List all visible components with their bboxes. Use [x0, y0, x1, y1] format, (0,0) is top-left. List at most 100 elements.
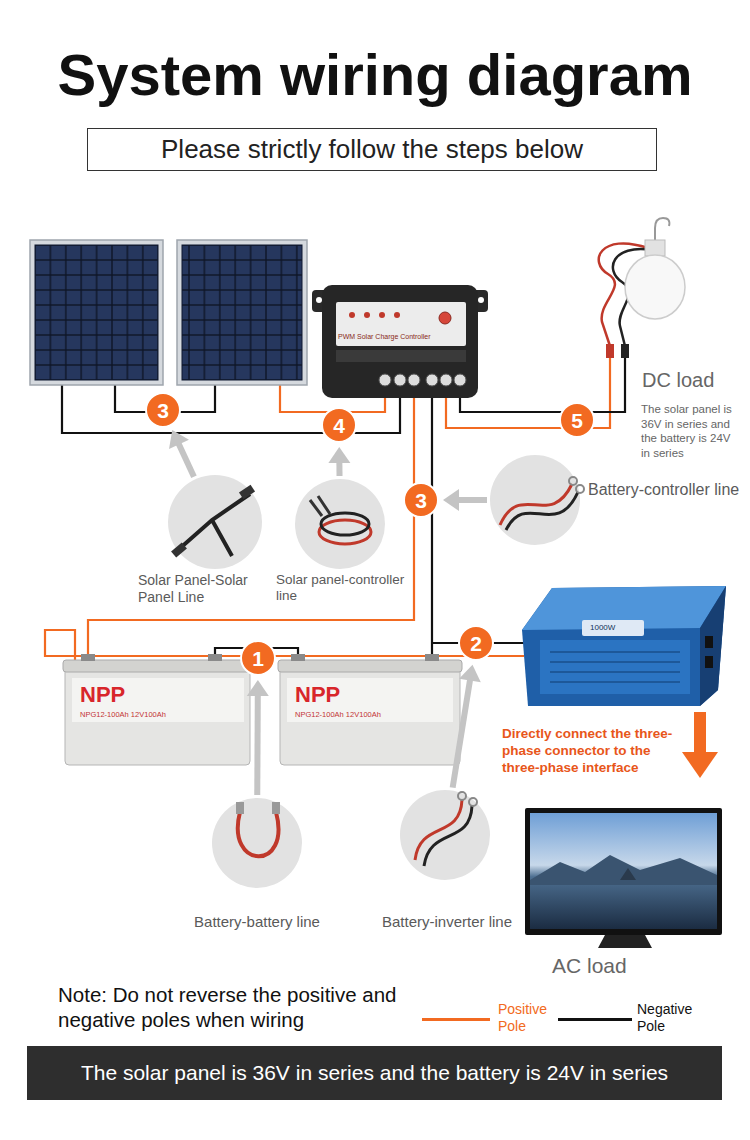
- charge-controller: [316, 297, 322, 303]
- charge-controller: [336, 350, 466, 362]
- battery: [425, 654, 439, 661]
- cable-picture: [310, 496, 330, 516]
- battery-brand: NPP: [80, 682, 160, 708]
- cable-picture: [295, 479, 385, 569]
- instruction-box: Please strictly follow the steps below: [87, 128, 657, 171]
- label-holder: DC load: [642, 368, 742, 392]
- device-label: PWM Solar Charge Controller: [338, 333, 464, 341]
- dc-load-bulb: [621, 344, 629, 358]
- power-inverter: [522, 586, 726, 706]
- battery: [81, 654, 95, 661]
- solar-panel: [35, 245, 158, 380]
- connector-line: [254, 693, 261, 795]
- device-label: 1000W: [590, 623, 640, 633]
- battery-model: NPG12-100Ah 12V100Ah: [80, 710, 240, 719]
- component-name: AC load: [552, 953, 672, 978]
- charge-controller: [394, 312, 400, 318]
- cable-picture-circle: Solar Panel-Solar Panel Line: [168, 475, 262, 569]
- callout-number-text: 3: [415, 490, 427, 511]
- battery: [72, 678, 244, 722]
- arrowhead: [169, 430, 189, 449]
- connector-line: [178, 442, 194, 477]
- cable-picture: [400, 790, 490, 880]
- component-name: DC load: [642, 368, 742, 392]
- cable-caption: Solar Panel-Solar Panel Line: [138, 572, 268, 606]
- tv-ac-load: [620, 868, 636, 880]
- cable-caption: Solar panel-controller line: [276, 572, 406, 604]
- solar-panel: [177, 240, 307, 385]
- callout-number: 2: [458, 625, 494, 661]
- battery: [287, 678, 453, 722]
- solar-panel: [182, 245, 302, 380]
- dc-load-bulb: [599, 218, 685, 358]
- dc-load-bulb: [655, 218, 669, 240]
- charge-controller: [322, 285, 478, 398]
- cable-picture: [212, 798, 302, 888]
- charge-controller: [394, 374, 406, 386]
- callout-number-text: 2: [470, 633, 482, 654]
- charge-controller: [336, 302, 466, 346]
- node-text: The solar panel is 36V in series and the…: [81, 1061, 668, 1085]
- solar-panel: [30, 240, 163, 385]
- direction-arrow: [682, 752, 718, 778]
- solar-panel: [30, 240, 163, 385]
- power-inverter: [700, 586, 726, 706]
- cable-caption: Battery-controller line: [588, 480, 740, 499]
- callout-number-text: 3: [157, 400, 169, 421]
- callout-number-text: 4: [333, 415, 345, 436]
- tv-ac-load: [530, 855, 717, 885]
- battery: [280, 666, 460, 765]
- cable-caption: Battery-inverter line: [357, 913, 537, 931]
- battery: [278, 660, 462, 672]
- power-inverter: [705, 636, 713, 648]
- label-holder: Directly connect the three-phase connect…: [502, 725, 677, 776]
- arrowhead: [443, 489, 459, 511]
- label-holder: The solar panel is 36V in series and the…: [641, 402, 741, 460]
- connector-arrow: [443, 489, 487, 511]
- node-text: Please strictly follow the steps below: [161, 134, 583, 165]
- cable-picture: [576, 485, 584, 493]
- cable-picture: [458, 792, 466, 800]
- label-holder: Note: Do not reverse the positive and ne…: [58, 982, 418, 1032]
- battery: [63, 654, 252, 765]
- cable-picture: [569, 477, 577, 485]
- dc-load-bulb: [606, 344, 614, 358]
- legend-text: Positive Pole: [498, 1001, 560, 1035]
- power-inverter: [550, 652, 680, 682]
- direction-arrow: [682, 712, 718, 778]
- wire-negative: [431, 392, 433, 660]
- power-inverter: [522, 586, 726, 706]
- cable-picture: [469, 798, 477, 806]
- callout-number-text: 5: [571, 410, 583, 431]
- cable-picture-circle: Battery-inverter line: [400, 790, 490, 880]
- cable-picture: [490, 455, 580, 545]
- power-inverter: [705, 656, 713, 668]
- cable-caption: Battery-battery line: [167, 913, 347, 931]
- callout-number: 1: [240, 640, 276, 676]
- legend-line-sample: [558, 1018, 632, 1021]
- cable-picture-circle: Battery-controller line: [490, 455, 580, 545]
- legend-line-sample: [422, 1018, 490, 1021]
- power-inverter: [540, 640, 690, 694]
- legend-entry: Negative Pole: [637, 1001, 707, 1035]
- callout-number: 3: [403, 482, 439, 518]
- arrowhead: [459, 665, 481, 683]
- battery: [208, 654, 222, 661]
- callout-number: 3: [145, 392, 181, 428]
- cable-picture: [415, 800, 462, 860]
- charge-controller: [408, 374, 420, 386]
- wire-positive: [45, 630, 524, 660]
- charge-controller: [312, 285, 488, 398]
- tv-ac-load: [530, 813, 717, 929]
- cable-picture: [321, 513, 369, 535]
- charge-controller: [454, 374, 466, 386]
- battery: [63, 660, 252, 672]
- connector-line: [456, 497, 487, 503]
- label-holder: NPG12-100Ah 12V100Ah: [295, 710, 450, 719]
- label-holder: NPG12-100Ah 12V100Ah: [80, 710, 240, 719]
- cable-picture: [506, 492, 578, 530]
- connector-arrow: [453, 665, 481, 788]
- cable-picture: [168, 475, 262, 569]
- charge-controller: [440, 374, 452, 386]
